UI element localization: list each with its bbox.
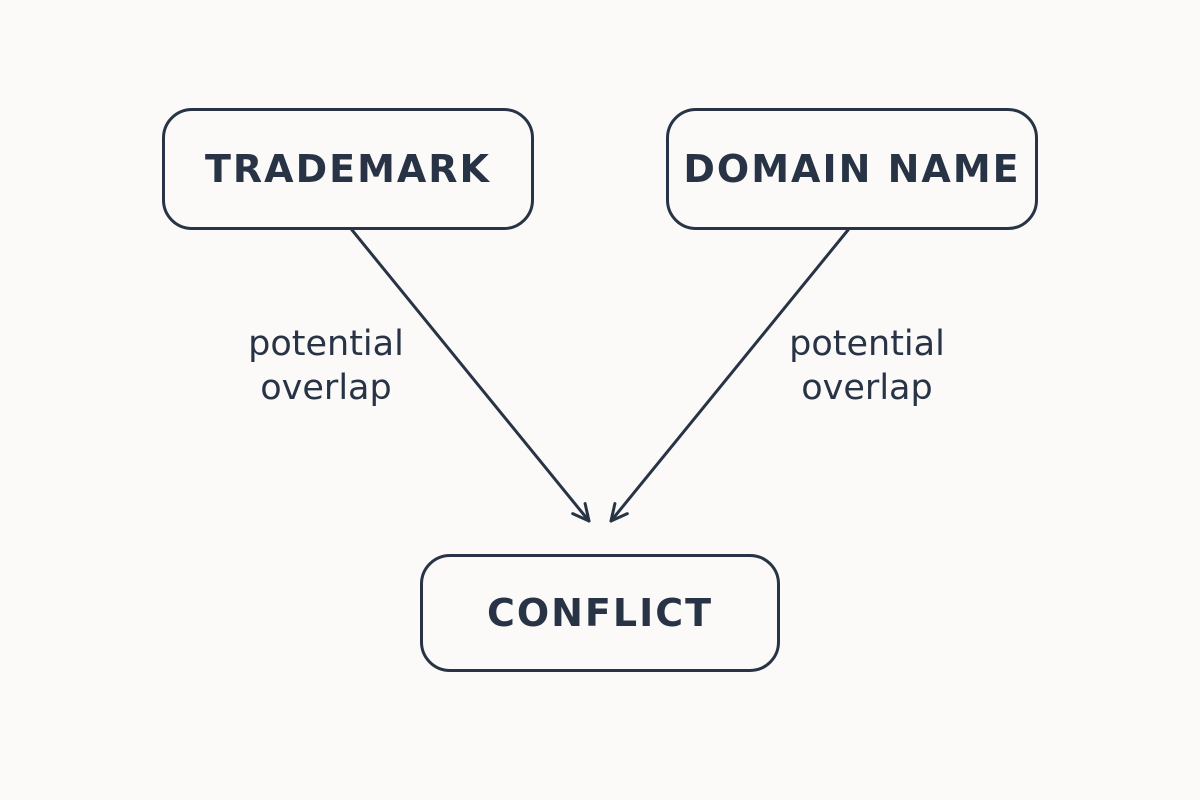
domain-name-node: DOMAIN NAME [666, 108, 1038, 230]
left-edge-label-line2: overlap [260, 368, 392, 408]
conflict-node-label: CONFLICT [486, 591, 714, 635]
trademark-node-label: TRADEMARK [204, 147, 492, 191]
left-edge-label-line1: potential [248, 324, 404, 364]
right-edge-label-line1: potential [789, 324, 945, 364]
right-edge-label-line2: overlap [801, 368, 933, 408]
arrow-trademark-to-conflict [350, 228, 591, 523]
right-edge-label: potential overlap [757, 322, 977, 410]
domain-name-node-label: DOMAIN NAME [683, 147, 1021, 191]
conflict-node: CONFLICT [420, 554, 780, 672]
arrow-domain-to-conflict [609, 228, 850, 523]
trademark-node: TRADEMARK [162, 108, 534, 230]
left-edge-label: potential overlap [216, 322, 436, 410]
